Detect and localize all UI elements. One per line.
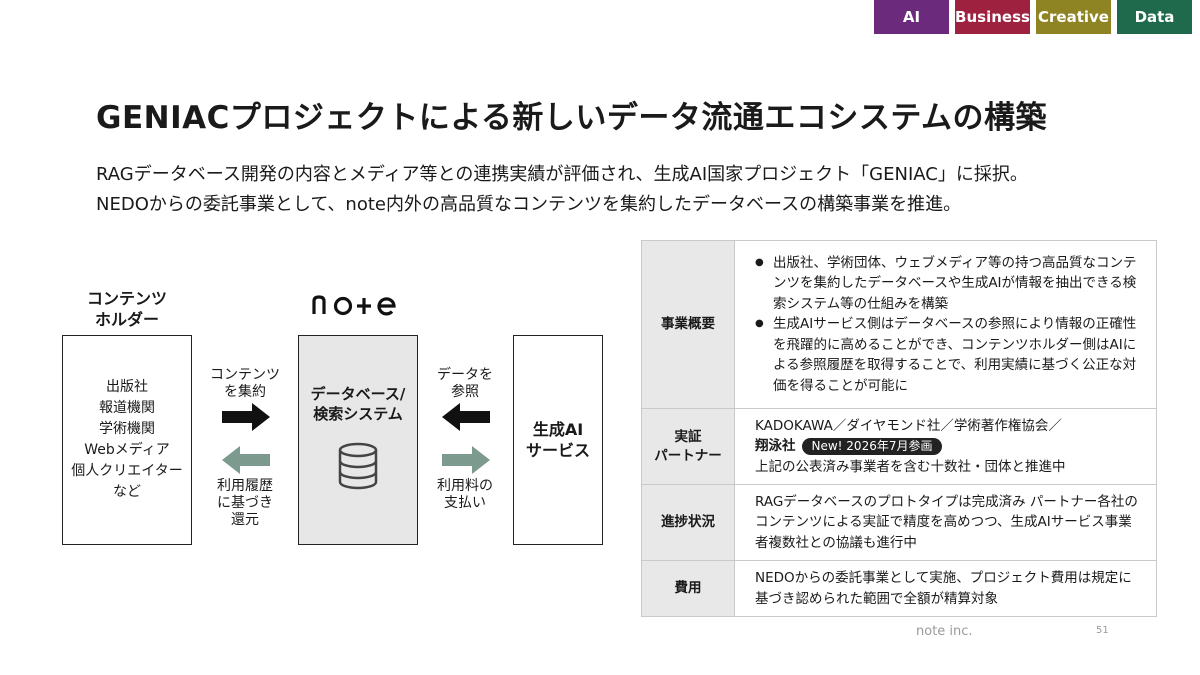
page-number: 51 <box>1096 625 1109 636</box>
cost-head: 費用 <box>641 560 735 617</box>
table-row-overview: 事業概要 出版社、学術団体、ウェブメディア等の持つ高品質なコンテンツを集約したデ… <box>641 240 1157 409</box>
tag-data-label: Data <box>1134 8 1175 26</box>
database-label-line: データベース/ <box>310 385 406 403</box>
flow-label-line: に基づき <box>217 495 273 511</box>
database-label-line: 検索システム <box>313 405 403 423</box>
flow-label-line: 参照 <box>451 384 479 400</box>
right-arrow-icon <box>442 446 490 474</box>
overview-bullet: 生成AIサービス側はデータベースの参照により情報の正確性を飛躍的に高めることがで… <box>755 314 1144 396</box>
flow-label-line: 支払い <box>444 495 486 511</box>
flow-label-line: データを <box>437 367 493 383</box>
holder-item: 学術機関 <box>98 421 155 437</box>
database-icon <box>338 442 378 490</box>
partner-line-2: 翔泳社 New! 2026年7月参画 <box>755 436 1144 457</box>
tag-creative: Creative <box>1036 0 1111 34</box>
left-arrow-icon <box>442 403 490 431</box>
generative-ai-service-box: 生成AI サービス <box>513 335 603 545</box>
table-row-progress: 進捗状況 RAGデータベースのプロトタイプは完成済み パートナー各社のコンテンツ… <box>641 484 1157 561</box>
note-logo-mark <box>312 295 396 316</box>
partner-head-line: パートナー <box>654 447 722 464</box>
partner-name: 翔泳社 <box>755 438 796 455</box>
ai-service-label-line: サービス <box>525 441 590 460</box>
content-holder-label: コンテンツ ホルダー <box>62 288 192 330</box>
progress-head: 進捗状況 <box>641 484 735 561</box>
holder-item: Webメディア <box>84 442 170 458</box>
partner-head-line: 実証 <box>674 428 702 445</box>
tag-ai: AI <box>874 0 949 34</box>
category-tags: AI Business Creative Data <box>874 0 1192 34</box>
flow-label-line: コンテンツ <box>210 367 280 383</box>
slide-title: GENIACプロジェクトによる新しいデータ流通エコシステムの構築 <box>96 100 1047 136</box>
partner-body: KADOKAWA／ダイヤモンド社／学術著作権協会／ 翔泳社 New! 2026年7… <box>734 408 1157 485</box>
overview-bullets: 出版社、学術団体、ウェブメディア等の持つ高品質なコンテンツを集約したデータベース… <box>755 253 1144 397</box>
new-badge: New! 2026年7月参画 <box>801 438 943 456</box>
lead-line-2: NEDOからの委託事業として、note内外の高品質なコンテンツを集約したデータベ… <box>96 194 962 215</box>
lead-line-1: RAGデータベース開発の内容とメディア等との連携実績が評価され、生成AI国家プロ… <box>96 164 1028 185</box>
database-label: データベース/ 検索システム <box>311 384 406 424</box>
left-arrow-icon <box>222 446 270 474</box>
holder-label-line: コンテンツ <box>86 289 167 308</box>
holder-item: 出版社 <box>105 379 148 395</box>
ai-service-label-line: 生成AI <box>532 420 584 439</box>
tag-data: Data <box>1117 0 1192 34</box>
return-by-usage-label: 利用履歴 に基づき 還元 <box>205 478 285 529</box>
reference-data-label: データを 参照 <box>425 367 505 401</box>
holder-item: など <box>112 484 141 500</box>
holder-label-line: ホルダー <box>94 310 159 329</box>
holder-item: 個人クリエイター <box>71 463 183 479</box>
tag-ai-label: AI <box>902 8 921 26</box>
note-logo <box>298 290 418 325</box>
tag-business: Business <box>955 0 1030 34</box>
cost-body: NEDOからの委託事業として実施、プロジェクト費用は規定に基づき認められた範囲で… <box>734 560 1157 617</box>
partner-head: 実証 パートナー <box>641 408 735 485</box>
project-info-table: 事業概要 出版社、学術団体、ウェブメディア等の持つ高品質なコンテンツを集約したデ… <box>641 240 1157 617</box>
overview-head: 事業概要 <box>641 240 735 409</box>
partner-line-3: 上記の公表済み事業者を含む十数社・団体と推進中 <box>755 458 1066 475</box>
table-row-cost: 費用 NEDOからの委託事業として実施、プロジェクト費用は規定に基づき認められた… <box>641 560 1157 617</box>
progress-body: RAGデータベースのプロトタイプは完成済み パートナー各社のコンテンツによる実証… <box>734 484 1157 561</box>
tag-creative-label: Creative <box>1038 8 1109 26</box>
database-search-box: データベース/ 検索システム <box>298 335 418 545</box>
partner-line-1: KADOKAWA／ダイヤモンド社／学術著作権協会／ <box>755 417 1062 434</box>
overview-body: 出版社、学術団体、ウェブメディア等の持つ高品質なコンテンツを集約したデータベース… <box>734 240 1157 409</box>
table-row-partner: 実証 パートナー KADOKAWA／ダイヤモンド社／学術著作権協会／ 翔泳社 Ne… <box>641 408 1157 485</box>
usage-fee-payment-label: 利用料の 支払い <box>425 478 505 512</box>
aggregate-content-label: コンテンツ を集約 <box>205 367 285 401</box>
flow-label-line: を集約 <box>224 384 266 400</box>
holder-item: 報道機関 <box>98 400 155 416</box>
footer-company: note inc. <box>916 624 973 639</box>
flow-label-line: 還元 <box>231 512 259 528</box>
content-holder-box: 出版社 報道機関 学術機関 Webメディア 個人クリエイター など <box>62 335 192 545</box>
right-arrow-icon <box>222 403 270 431</box>
ai-service-label: 生成AI サービス <box>526 419 590 461</box>
overview-bullet: 出版社、学術団体、ウェブメディア等の持つ高品質なコンテンツを集約したデータベース… <box>755 253 1144 315</box>
holder-items: 出版社 報道機関 学術機関 Webメディア 個人クリエイター など <box>71 377 182 503</box>
tag-business-label: Business <box>955 8 1030 26</box>
flow-label-line: 利用履歴 <box>217 478 273 494</box>
flow-label-line: 利用料の <box>437 478 493 494</box>
lead-text: RAGデータベース開発の内容とメディア等との連携実績が評価され、生成AI国家プロ… <box>96 160 1028 220</box>
